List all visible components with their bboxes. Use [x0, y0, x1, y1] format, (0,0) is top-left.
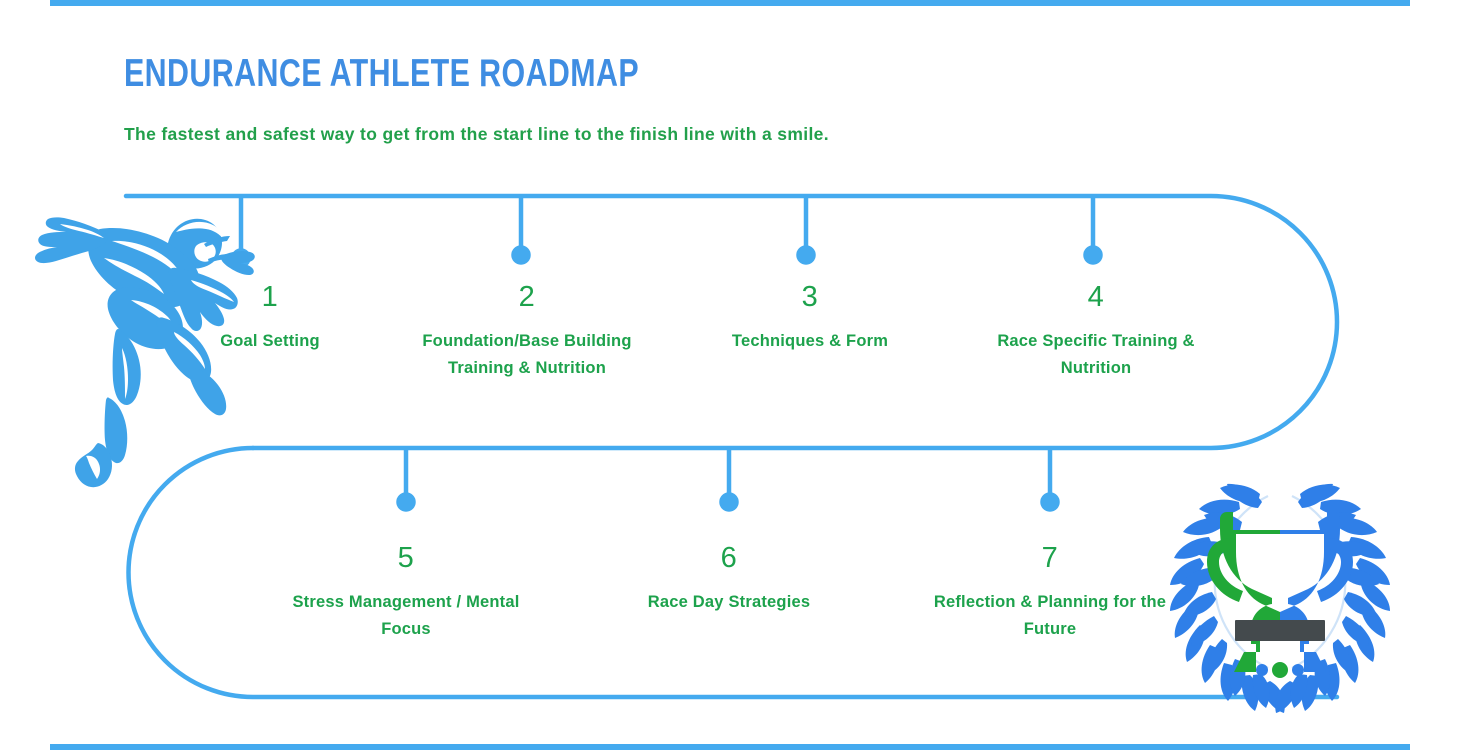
- marker-dot-2: [511, 245, 531, 265]
- step-5-number: 5: [397, 542, 415, 574]
- page-subtitle: The fastest and safest way to get from t…: [124, 124, 829, 144]
- wreath-dots: [1256, 662, 1304, 678]
- step-2[interactable]: 2 Foundation/Base Building Training & Nu…: [422, 281, 632, 382]
- step-3[interactable]: 3 Techniques & Form: [690, 281, 930, 355]
- step-1-label: Goal Setting: [220, 332, 320, 350]
- step-5-label: Stress Management / Mental Focus: [292, 593, 520, 638]
- step-3-number: 3: [801, 281, 819, 313]
- step-4[interactable]: 4 Race Specific Training & Nutrition: [966, 281, 1226, 382]
- step-7-number: 7: [1041, 542, 1059, 574]
- accent-bar-top: [50, 0, 1410, 6]
- step-2-label: Foundation/Base Building Training & Nutr…: [422, 332, 632, 377]
- step-2-number: 2: [518, 281, 536, 313]
- step-1-number: 1: [261, 281, 279, 313]
- step-4-number: 4: [1087, 281, 1105, 313]
- heading-block: ENDURANCE ATHLETE ROADMAP The fastest an…: [124, 52, 1274, 146]
- step-7-label: Reflection & Planning for the Future: [933, 593, 1167, 638]
- trophy-base: [1235, 620, 1325, 641]
- laurel-wreath: [1170, 483, 1390, 713]
- step-1[interactable]: 1 Goal Setting: [165, 281, 375, 355]
- accent-bar-bottom: [50, 744, 1410, 750]
- marker-dot-3: [796, 245, 816, 265]
- marker-dot-6: [719, 492, 739, 512]
- page-title: ENDURANCE ATHLETE ROADMAP: [124, 52, 640, 95]
- step-6-label: Race Day Strategies: [647, 593, 811, 611]
- step-4-label: Race Specific Training & Nutrition: [997, 332, 1195, 377]
- step-6-number: 6: [720, 542, 738, 574]
- marker-dot-5: [396, 492, 416, 512]
- trophy-cup: [1207, 512, 1353, 672]
- step-3-label: Techniques & Form: [731, 332, 889, 350]
- marker-dot-1: [231, 248, 251, 268]
- marker-dot-7: [1040, 492, 1060, 512]
- step-7[interactable]: 7 Reflection & Planning for the Future: [920, 542, 1180, 643]
- step-6[interactable]: 6 Race Day Strategies: [609, 542, 849, 616]
- marker-dot-4: [1083, 245, 1103, 265]
- step-5[interactable]: 5 Stress Management / Mental Focus: [276, 542, 536, 643]
